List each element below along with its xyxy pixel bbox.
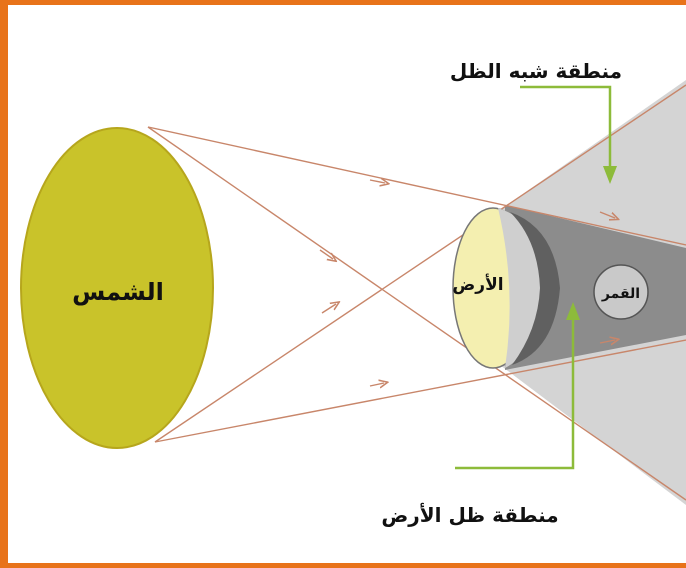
umbra-pointer — [455, 316, 575, 470]
ray-arrow-4 — [369, 383, 384, 386]
sun — [20, 127, 214, 449]
umbra-pointer-head — [566, 302, 580, 320]
ray-arrow-6 — [599, 340, 615, 343]
ray-arrow-3 — [321, 304, 336, 314]
sun-label: الشمس — [72, 278, 164, 306]
ray-top-cross — [147, 126, 686, 501]
earth-label: الأرض — [452, 274, 503, 295]
penumbra-label: منطقة شبه الظل — [450, 59, 622, 83]
ray-arrow-1 — [369, 180, 385, 183]
ray-arrow-5 — [599, 211, 615, 218]
ray-bottom-cross — [154, 84, 686, 443]
ray-top-direct — [147, 126, 686, 246]
umbra-label: منطقة ظل الأرض — [381, 502, 558, 527]
penumbra-pointer-head — [603, 166, 617, 184]
moon-label: القمر — [601, 286, 640, 302]
ray-arrow-2 — [319, 249, 333, 259]
earth-night-side — [498, 208, 544, 368]
penumbra-pointer — [520, 85, 612, 170]
moon — [593, 264, 649, 320]
earth-shadow-crescent — [510, 212, 560, 365]
ray-bottom-direct — [154, 339, 686, 443]
